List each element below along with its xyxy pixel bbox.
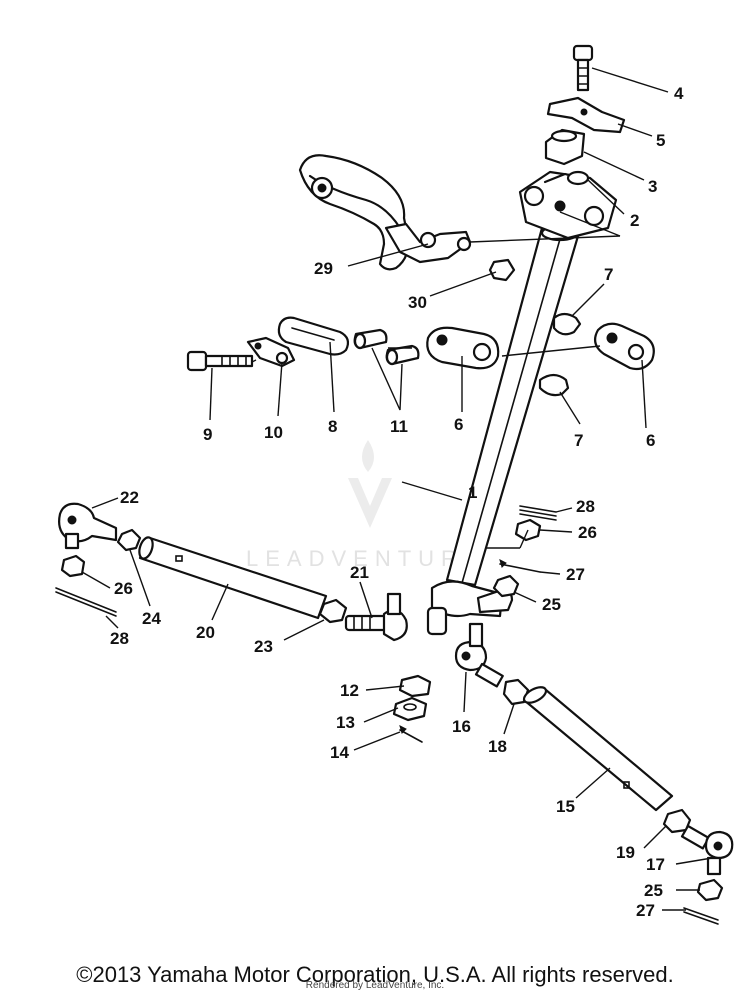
- clip-7-lower[interactable]: [538, 373, 570, 397]
- part-label-22[interactable]: 22: [120, 488, 139, 507]
- part-label-9[interactable]: 9: [203, 425, 212, 444]
- steering-shaft[interactable]: [426, 224, 580, 636]
- part-label-19[interactable]: 19: [616, 843, 635, 862]
- watermark-text: LEADVENTURE: [246, 546, 486, 571]
- nut-25-lower[interactable]: [696, 878, 724, 902]
- steering-parts-diagram: LEADVENTURE: [55, 44, 734, 925]
- nut-13[interactable]: [392, 696, 428, 722]
- part-label-7-lower[interactable]: 7: [574, 431, 583, 450]
- clamp-6-right[interactable]: [593, 322, 655, 371]
- holder-3[interactable]: [544, 128, 586, 166]
- nut-18[interactable]: [502, 678, 530, 706]
- lock-plate-5[interactable]: [546, 96, 626, 134]
- clamp-6-left[interactable]: [426, 326, 500, 370]
- part-label-16[interactable]: 16: [452, 717, 471, 736]
- part-label-30[interactable]: 30: [408, 293, 427, 312]
- part-label-13[interactable]: 13: [336, 713, 355, 732]
- part-label-18[interactable]: 18: [488, 737, 507, 756]
- part-label-17[interactable]: 17: [646, 855, 665, 874]
- tie-rod-end-22[interactable]: [58, 502, 118, 550]
- part-label-24[interactable]: 24: [142, 609, 161, 628]
- part-label-10[interactable]: 10: [264, 423, 283, 442]
- part-label-2[interactable]: 2: [630, 211, 639, 230]
- part-label-20[interactable]: 20: [196, 623, 215, 642]
- tie-rod-end-16[interactable]: [454, 622, 504, 688]
- part-label-29[interactable]: 29: [314, 259, 333, 278]
- part-label-6-right[interactable]: 6: [646, 431, 655, 450]
- cotter-pin-27-lower[interactable]: [683, 907, 719, 925]
- part-label-23[interactable]: 23: [254, 637, 273, 656]
- part-label-5[interactable]: 5: [656, 131, 665, 150]
- part-label-21[interactable]: 21: [350, 563, 369, 582]
- part-label-7-upper[interactable]: 7: [604, 265, 613, 284]
- clip-7-upper[interactable]: [552, 312, 582, 336]
- copyright-notice: ©2013 Yamaha Motor Corporation, U.S.A. A…: [76, 962, 674, 987]
- cap[interactable]: [566, 170, 590, 186]
- leader-lines: [81, 67, 713, 911]
- part-label-28-left[interactable]: 28: [110, 629, 129, 648]
- rendered-by-credit: Rendered by LeadVenture, Inc.: [305, 980, 445, 991]
- part-label-12[interactable]: 12: [340, 681, 359, 700]
- part-label-11[interactable]: 11: [390, 417, 408, 436]
- part-label-1[interactable]: 1: [468, 483, 477, 502]
- castle-nut-26-left[interactable]: [60, 554, 86, 578]
- nut-24[interactable]: [116, 528, 142, 552]
- leadventure-watermark: LEADVENTURE: [246, 440, 486, 571]
- part-label-3[interactable]: 3: [648, 177, 657, 196]
- part-label-27-upper[interactable]: 27: [566, 565, 585, 584]
- tie-rod-20[interactable]: [137, 536, 328, 620]
- bolt-4[interactable]: [572, 44, 594, 92]
- tie-rod-15[interactable]: [522, 684, 674, 812]
- nut-12[interactable]: [398, 674, 432, 698]
- cotter-pin-27-upper[interactable]: [499, 559, 541, 573]
- tie-rod-end-17[interactable]: [680, 824, 734, 876]
- cotter-pin-14[interactable]: [399, 725, 423, 743]
- part-label-25-lower[interactable]: 25: [644, 881, 663, 900]
- cotter-pin-28-right[interactable]: [519, 505, 557, 521]
- part-label-25-upper[interactable]: 25: [542, 595, 561, 614]
- cotter-pin-28-left[interactable]: [55, 587, 117, 617]
- part-label-8[interactable]: 8: [328, 417, 337, 436]
- handlebar-arm-29[interactable]: [298, 154, 472, 271]
- part-label-4[interactable]: 4: [674, 84, 684, 103]
- nut-23[interactable]: [318, 598, 348, 624]
- part-label-26-left[interactable]: 26: [114, 579, 133, 598]
- bolt-9[interactable]: [186, 350, 254, 372]
- part-labels: 1 2 3 4 5 6 6 7 7 8 9 10 11 12 13 14 15 …: [110, 84, 684, 920]
- bushings-11[interactable]: [353, 328, 420, 366]
- part-label-6-left[interactable]: 6: [454, 415, 463, 434]
- part-label-14[interactable]: 14: [330, 743, 349, 762]
- tie-rod-end-21[interactable]: [344, 592, 408, 642]
- part-label-27-lower[interactable]: 27: [636, 901, 655, 920]
- part-label-28-right[interactable]: 28: [576, 497, 595, 516]
- upper-bracket[interactable]: [518, 170, 618, 240]
- washer-10[interactable]: [246, 336, 296, 368]
- nut-25-upper[interactable]: [492, 574, 520, 598]
- part-label-26-right[interactable]: 26: [578, 523, 597, 542]
- nut-30[interactable]: [488, 258, 516, 282]
- part-label-15[interactable]: 15: [556, 797, 575, 816]
